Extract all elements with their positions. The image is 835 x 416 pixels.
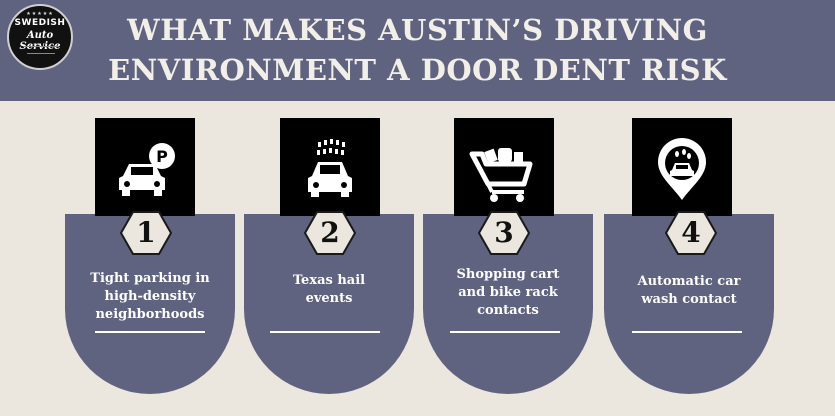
title-line-1: WHAT MAKES AUSTIN’S DRIVING: [127, 13, 708, 47]
item-4-label: Automatic car wash contact: [637, 274, 741, 307]
number-badge-2: [304, 211, 356, 255]
number-badge-3: [478, 211, 530, 255]
number-4: 4: [681, 216, 701, 249]
divider-1: [95, 331, 205, 333]
shopping-cart-icon: [454, 118, 554, 216]
item-2-label: Texas hail events: [292, 273, 366, 306]
item-3-label: Shopping cart and bike rack contacts: [456, 267, 560, 318]
title-line-2: ENVIRONMENT A DOOR DENT RISK: [108, 53, 727, 87]
divider-4: [632, 331, 742, 333]
divider-2: [270, 331, 380, 333]
number-2: 2: [320, 216, 340, 249]
car-hail-icon: [280, 118, 380, 216]
car-wash-icon: [632, 118, 732, 216]
number-1: 1: [136, 216, 156, 249]
car-parking-icon: P: [95, 118, 195, 216]
company-logo: ★★★★★ SWEDISH Auto Service: [7, 4, 73, 70]
header-banner: [0, 0, 835, 101]
logo-line-1: SWEDISH: [14, 18, 66, 28]
svg-text:P: P: [156, 147, 168, 166]
number-3: 3: [494, 216, 514, 249]
item-1-label: Tight parking in high-density neighborho…: [90, 271, 210, 322]
page-title: WHAT MAKES AUSTIN’S DRIVING ENVIRONMENT …: [0, 10, 835, 90]
number-badge-1: [120, 211, 172, 255]
number-badge-4: [665, 211, 717, 255]
divider-3: [450, 331, 560, 333]
